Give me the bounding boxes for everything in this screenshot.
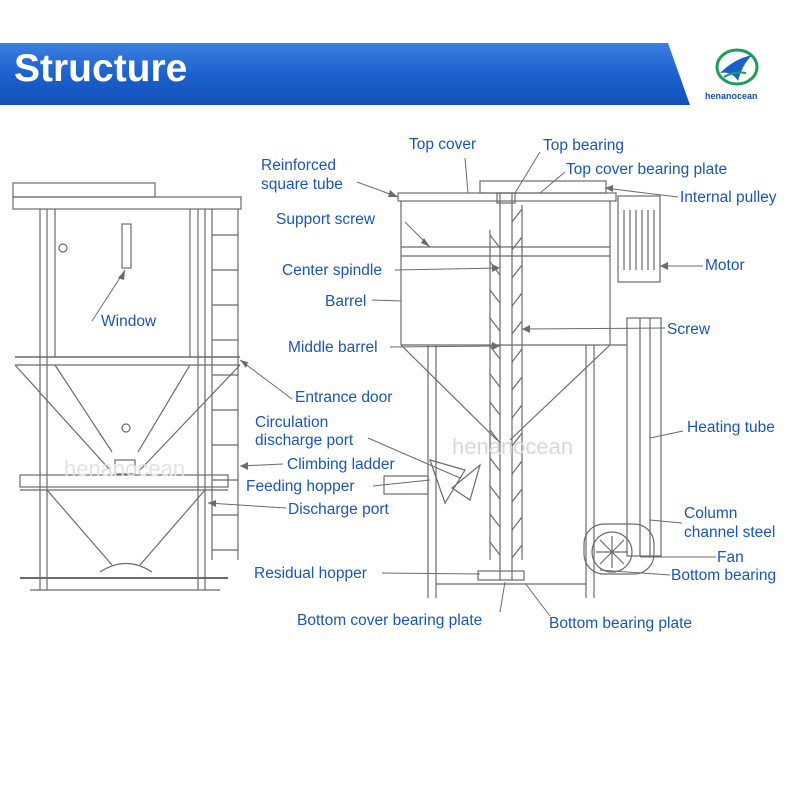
label-bottom-bearing: Bottom bearing bbox=[671, 567, 777, 584]
label-discharge-port: Discharge port bbox=[288, 501, 389, 518]
page-title: Structure bbox=[14, 47, 188, 90]
label-center-spindle: Center spindle bbox=[282, 262, 382, 279]
label-reinforced-square-tube-2: square tube bbox=[261, 176, 343, 193]
label-reinforced-square-tube-1: Reinforced bbox=[261, 157, 336, 174]
label-circulation-discharge-port-2: discharge port bbox=[255, 432, 354, 449]
label-bottom-bearing-plate: Bottom bearing plate bbox=[549, 615, 693, 632]
label-entrance-door: Entrance door bbox=[295, 389, 393, 406]
leader-lines bbox=[91, 151, 716, 617]
label-fan: Fan bbox=[717, 549, 744, 566]
label-circulation-discharge-port-1: Circulation bbox=[255, 414, 329, 431]
label-column-channel-steel-1: Column bbox=[684, 505, 738, 522]
label-column-channel-steel-2: channel steel bbox=[684, 524, 776, 541]
leader-arrowheads bbox=[118, 185, 668, 507]
left-machine-drawing bbox=[12, 182, 242, 591]
label-middle-barrel: Middle barrel bbox=[288, 339, 378, 356]
label-screw: Screw bbox=[667, 321, 711, 338]
label-window: Window bbox=[101, 313, 157, 330]
watermark-text: henanocean bbox=[452, 434, 573, 459]
label-heating-tube: Heating tube bbox=[687, 419, 775, 436]
label-climbing-ladder: Climbing ladder bbox=[287, 456, 395, 473]
label-top-cover-bearing-plate: Top cover bearing plate bbox=[566, 161, 728, 178]
header-bar: Structure bbox=[0, 43, 800, 105]
right-machine-drawing bbox=[383, 180, 662, 598]
label-barrel: Barrel bbox=[325, 293, 367, 310]
label-internal-pulley: Internal pulley bbox=[680, 189, 777, 206]
logo-panel bbox=[668, 43, 800, 105]
label-top-bearing: Top bearing bbox=[543, 137, 625, 154]
label-residual-hopper: Residual hopper bbox=[254, 565, 367, 582]
label-top-cover: Top cover bbox=[409, 136, 477, 153]
label-bottom-cover-bearing-plate: Bottom cover bearing plate bbox=[297, 612, 483, 629]
label-motor: Motor bbox=[705, 257, 745, 274]
watermark-text-left: henanocean bbox=[64, 456, 185, 481]
logo-text: henanocean bbox=[705, 91, 758, 101]
logo-icon bbox=[715, 48, 759, 86]
label-feeding-hopper: Feeding hopper bbox=[246, 478, 355, 495]
label-support-screw: Support screw bbox=[276, 211, 376, 228]
